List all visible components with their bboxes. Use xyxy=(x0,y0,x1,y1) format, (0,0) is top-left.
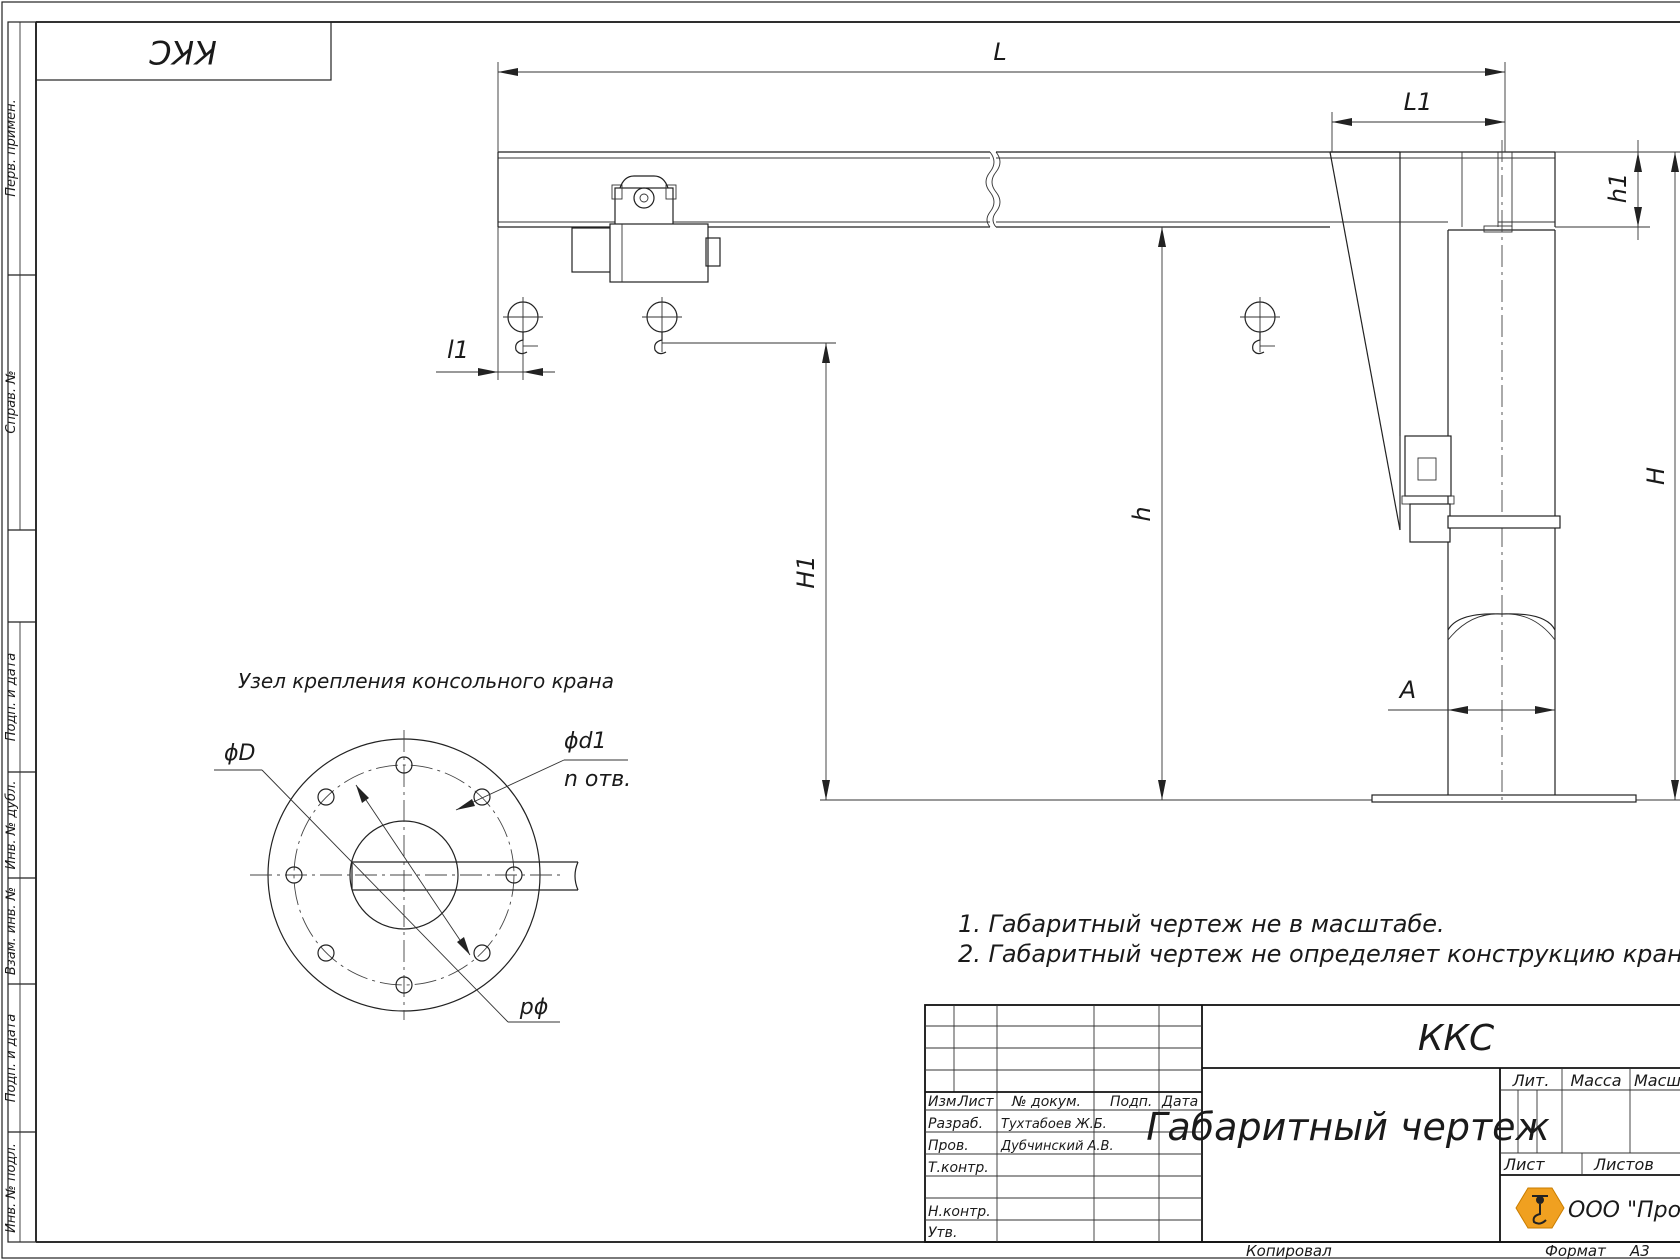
tb-listov: Листов xyxy=(1593,1155,1654,1174)
tb-row-utv: Утв. xyxy=(928,1225,957,1241)
footer: Копировал Формат А3 xyxy=(1246,1242,1650,1260)
dimensions: L L1 l1 h1 xyxy=(436,38,1680,801)
dim-H-label: H xyxy=(1642,467,1670,485)
crane-elevation xyxy=(497,140,1637,803)
tb-row-prov: Пров. xyxy=(928,1138,969,1154)
boom-beam xyxy=(497,151,1556,228)
hook-middle xyxy=(642,297,682,355)
margin-sprav-no: Справ. № xyxy=(4,370,19,433)
dim-h: h xyxy=(1128,227,1166,800)
tb-masshtab: Масштаб xyxy=(1634,1071,1680,1090)
node-holes-label: n отв. xyxy=(564,767,631,792)
corner-stamp-text: ККС xyxy=(148,33,216,71)
footer-kopiroval: Копировал xyxy=(1246,1242,1332,1260)
tb-company: ООО "ПромМаш" xyxy=(1568,1198,1680,1223)
dim-l1-label: l1 xyxy=(447,336,469,364)
note-1: 1. Габаритный чертеж не в масштабе. xyxy=(958,910,1445,938)
margin-inv-no-podl: Инв. № подл. xyxy=(4,1143,19,1233)
rotation-drive xyxy=(1399,435,1561,543)
node-D-label: ϕD xyxy=(224,741,255,766)
node-d-label: ϕd xyxy=(519,996,549,1021)
hook-left xyxy=(503,297,543,355)
dim-H: H xyxy=(1555,151,1680,801)
title-block: ККС Габаритный чертеж Изм. Лист № докум.… xyxy=(924,1004,1680,1243)
dim-H1: H1 xyxy=(662,342,1372,801)
tb-row-tkontr: Т.контр. xyxy=(928,1160,989,1176)
corner-stamp: ККС xyxy=(35,21,332,81)
tb-row-nkontr: Н.контр. xyxy=(928,1204,991,1220)
dim-l1: l1 xyxy=(436,227,555,380)
footer-format-label: Формат xyxy=(1545,1242,1607,1260)
dim-A-label: A xyxy=(1398,676,1416,704)
footer-format-value: А3 xyxy=(1629,1242,1650,1260)
tb-hdr-podp: Подп. xyxy=(1110,1094,1152,1110)
margin-perv-primen: Перв. примен. xyxy=(4,99,19,197)
tb-prov-name: Дубчинский А.В. xyxy=(1000,1139,1114,1154)
notes: 1. Габаритный чертеж не в масштабе. 2. Г… xyxy=(958,910,1680,968)
tb-hdr-list: Лист xyxy=(957,1094,994,1110)
dim-L: L xyxy=(497,38,1506,152)
tb-lit: Лит. xyxy=(1512,1071,1550,1090)
hoist-trolley xyxy=(571,175,721,283)
tb-hdr-ndokum: № докум. xyxy=(1011,1094,1081,1110)
dim-h1-label: h1 xyxy=(1604,173,1632,203)
dim-A: A xyxy=(1388,676,1555,714)
dim-L1: L1 xyxy=(1331,88,1505,152)
margin-inv-no-dubl: Инв. № дубл. xyxy=(4,781,19,870)
hook-right xyxy=(1240,297,1280,355)
node-d1-label: ϕd1 xyxy=(564,729,606,754)
dim-h-label: h xyxy=(1128,506,1156,521)
tb-row-razrab: Разраб. xyxy=(928,1116,983,1132)
dim-L-label: L xyxy=(993,38,1006,66)
dim-L1-label: L1 xyxy=(1404,88,1433,116)
tb-hdr-izm: Изм. xyxy=(928,1094,961,1110)
side-margin-strip: Перв. примен. Справ. № Подп. и дата Инв.… xyxy=(4,21,37,1243)
note-2: 2. Габаритный чертеж не определяет конст… xyxy=(958,940,1680,968)
tb-document-name: Габаритный чертеж xyxy=(1146,1105,1549,1149)
tb-hdr-data: Дата xyxy=(1161,1094,1198,1110)
tb-razrab-name: Тухтабоев Ж.Б. xyxy=(1001,1117,1107,1132)
mounting-node-detail: Узел крепления консольного крана ϕD ϕd1 … xyxy=(214,669,631,1023)
dim-h1: h1 xyxy=(1555,140,1650,240)
tb-designation: ККС xyxy=(1418,1018,1495,1059)
margin-podp-data-2: Подп. и дата xyxy=(4,1014,19,1103)
tb-list: Лист xyxy=(1503,1155,1545,1174)
company-logo xyxy=(1515,1187,1565,1229)
dim-H1-label: H1 xyxy=(792,555,820,588)
node-detail-title: Узел крепления консольного крана xyxy=(238,669,614,693)
margin-vzam-inv-no: Взам. инв. № xyxy=(4,887,19,975)
tb-massa: Масса xyxy=(1570,1071,1621,1090)
margin-podp-data-1: Подп. и дата xyxy=(4,653,19,742)
